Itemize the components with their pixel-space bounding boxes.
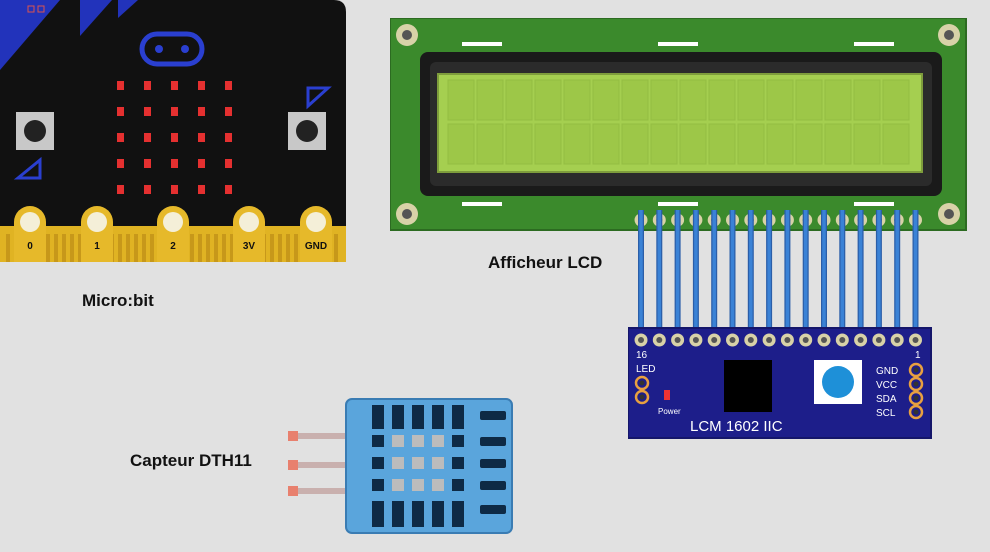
i2c-header-pin [744,333,758,347]
lcd-character-grid [447,79,910,165]
led [198,107,205,116]
mounting-hole [396,24,418,46]
i2c-pin-vcc[interactable] [908,376,924,392]
pin-label-vcc: VCC [876,380,897,391]
led [198,185,205,194]
i2c-title: LCM 1602 IIC [690,418,783,435]
i2c-header-pin [909,333,922,347]
led [117,159,124,168]
pin-pad-2[interactable]: 2 [157,206,189,262]
sensor-pins [288,431,350,496]
dht11-sensor [288,398,513,534]
i2c-header-pin [835,333,849,347]
led [198,81,205,90]
pin-label-sda: SDA [876,394,897,405]
i2c-header-pin [872,333,886,347]
i2c-header-pin [634,333,648,347]
pin-label: GND [305,241,327,252]
pin-label: 3V [243,241,256,252]
lcd-to-i2c-wires [638,210,919,341]
microbit-label: Micro:bit [82,291,154,310]
i2c-header-pin [707,333,721,347]
button-a[interactable] [16,112,54,150]
mounting-hole [396,203,418,225]
led [225,107,232,116]
i2c-module: 16 1 LED Power GND VCC SDA SCL LCM 1602 … [628,327,932,439]
i2c-header-pin [854,333,868,347]
led [171,133,178,142]
led [225,159,232,168]
led-jumper[interactable] [634,375,650,405]
pin1-label: 1 [915,350,921,361]
mounting-hole [938,24,960,46]
i2c-pin-scl[interactable] [908,404,924,420]
pin-pad-0[interactable]: 0 [14,206,46,262]
led [171,159,178,168]
i2c-header-pin [762,333,776,347]
led [225,185,232,194]
led [117,81,124,90]
pin16-label: 16 [636,350,648,361]
led [144,185,151,194]
lcd-label: Afficheur LCD [488,253,603,272]
led [144,107,151,116]
triangle-icon [13,156,42,180]
button-b[interactable] [288,112,326,150]
i2c-header-pin [817,333,831,347]
i2c-pin-gnd[interactable] [908,362,924,378]
microbit-logo [139,31,205,67]
led [171,185,178,194]
microbit-board: 0 1 2 3V GND [0,0,346,262]
power-led [664,390,670,400]
led [171,107,178,116]
pin-pad-3v[interactable]: 3V [233,206,265,262]
pin-pad-1[interactable]: 1 [81,206,113,262]
i2c-header-pin [780,333,794,347]
sensor-grille [372,405,506,527]
i2c-header-pin [652,333,666,347]
led [225,133,232,142]
i2c-header-pin [890,333,904,347]
pin-label-scl: SCL [876,408,896,419]
i2c-header-pin [671,333,685,347]
i2c-header-pin [689,333,703,347]
pin-label-gnd: GND [876,366,898,377]
pin-label: 2 [170,241,176,252]
led [117,133,124,142]
led [171,81,178,90]
ic-chip [724,360,772,412]
i2c-header-pin [726,333,739,347]
led [198,159,205,168]
pin-label: 1 [94,241,100,252]
pin-label: 0 [27,241,33,252]
led-matrix [117,81,232,194]
led [144,159,151,168]
corner-decoration [0,0,60,70]
mounting-hole [938,203,960,225]
power-label: Power [658,407,681,416]
contrast-potentiometer[interactable] [814,360,862,404]
i2c-header-pin [799,333,813,347]
led [144,81,151,90]
triangle-icon [306,86,332,110]
i2c-pin-sda[interactable] [908,390,924,406]
led [198,133,205,142]
lcd-module [390,18,967,231]
led [117,107,124,116]
led-label: LED [636,364,655,375]
led [144,133,151,142]
dht-label: Capteur DTH11 [130,451,252,470]
led [117,185,124,194]
led [225,81,232,90]
pin-pad-gnd[interactable]: GND [300,206,332,262]
